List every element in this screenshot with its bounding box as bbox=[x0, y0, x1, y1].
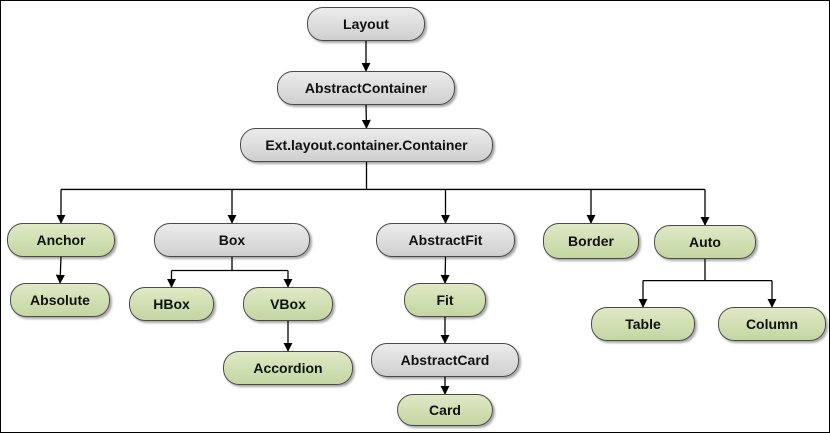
node-abstract-card: AbstractCard bbox=[371, 343, 519, 377]
node-container: Ext.layout.container.Container bbox=[240, 128, 493, 162]
edge-anchor-absolute bbox=[55, 256, 65, 284]
node-accordion: Accordion bbox=[223, 351, 353, 385]
node-table: Table bbox=[591, 307, 695, 341]
node-auto: Auto bbox=[654, 225, 756, 259]
node-vbox: VBox bbox=[243, 287, 333, 321]
edge-abstract_fit-fit bbox=[440, 256, 450, 284]
edge-abstract_container-container bbox=[361, 104, 371, 129]
node-card: Card bbox=[397, 394, 493, 426]
node-abstract-container: AbstractContainer bbox=[277, 71, 455, 105]
node-hbox: HBox bbox=[129, 287, 214, 321]
node-anchor: Anchor bbox=[7, 223, 115, 257]
node-border: Border bbox=[543, 223, 639, 259]
node-layout: Layout bbox=[307, 7, 425, 41]
node-box: Box bbox=[154, 223, 310, 257]
node-fit: Fit bbox=[404, 283, 486, 317]
node-column: Column bbox=[718, 307, 826, 341]
node-absolute: Absolute bbox=[10, 283, 110, 317]
node-abstract-fit: AbstractFit bbox=[376, 223, 515, 257]
